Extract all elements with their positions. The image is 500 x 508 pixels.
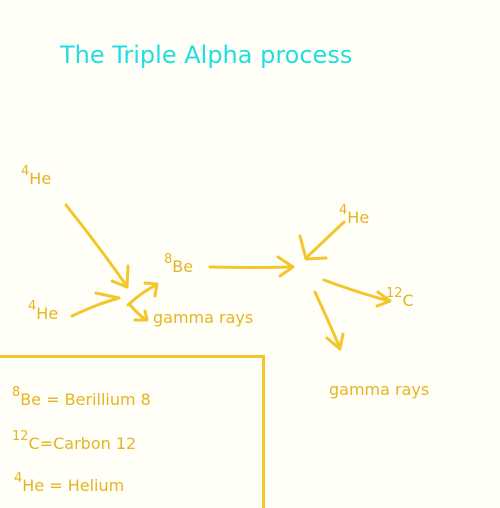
legend-item-beryllium: 8Be = Berillium 8 (12, 385, 151, 409)
legend-helium-mass: 4 (14, 471, 23, 486)
carbon-label: 12C (386, 286, 414, 310)
beryllium-symbol: Be (172, 257, 194, 276)
arrowhead-gamma-left-up (143, 281, 159, 298)
arrow-helium-top-in (64, 203, 128, 287)
helium-bottom-symbol: He (36, 304, 59, 323)
arrowhead-to-carbon (375, 290, 392, 308)
legend-carbon-text: C=Carbon 12 (28, 434, 137, 453)
helium-right-mass: 4 (339, 203, 348, 218)
legend-item-carbon: 12C=Carbon 12 (12, 429, 137, 453)
arrowhead-helium-bottom-in (94, 291, 121, 306)
beryllium-label: 8Be (164, 252, 194, 276)
arrowhead-gamma-left-down (133, 309, 149, 322)
arrowhead-beryllium-to-reaction (276, 255, 295, 278)
legend-box (0, 355, 265, 508)
arrow-helium-right-in (304, 220, 346, 260)
legend-helium-text: He = Helium (22, 476, 125, 495)
carbon-symbol: C (402, 291, 414, 310)
arrowhead-helium-right-in (298, 234, 328, 261)
gamma-rays-right-label: gamma rays (329, 380, 430, 399)
legend-beryllium-mass: 8 (12, 385, 21, 400)
arrowhead-helium-top-in (110, 264, 130, 289)
helium-right-label: 4He (339, 203, 370, 227)
page-title: The Triple Alpha process (60, 41, 353, 69)
gamma-rays-left-label: gamma rays (153, 308, 254, 327)
legend-carbon-mass: 12 (12, 429, 29, 444)
carbon-mass: 12 (386, 286, 403, 301)
helium-top-symbol: He (29, 169, 52, 188)
arrow-to-carbon (322, 278, 391, 303)
arrowhead-gamma-right (325, 332, 345, 351)
helium-bottom-label: 4He (28, 299, 59, 323)
arrow-gamma-left-up (126, 283, 158, 307)
legend-item-helium: 4He = Helium (14, 471, 125, 495)
arrow-beryllium-to-reaction (208, 265, 294, 269)
arrow-gamma-left-down (129, 304, 148, 322)
helium-top-mass: 4 (21, 164, 30, 179)
helium-top-label: 4He (21, 164, 52, 188)
arrow-gamma-right (313, 290, 342, 350)
helium-bottom-mass: 4 (28, 299, 37, 314)
beryllium-mass: 8 (164, 252, 173, 267)
legend-beryllium-text: Be = Berillium 8 (20, 390, 151, 409)
helium-right-symbol: He (347, 208, 370, 227)
